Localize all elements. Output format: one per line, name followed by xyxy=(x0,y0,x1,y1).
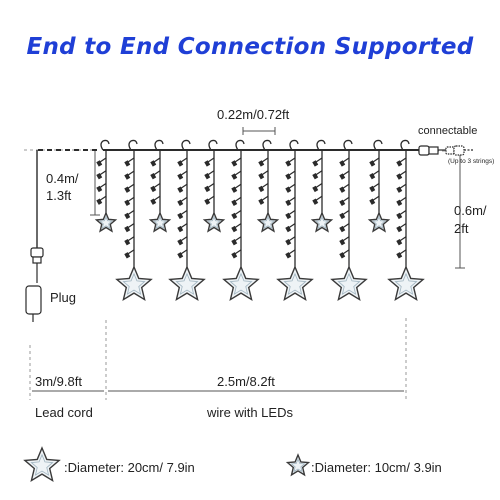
lead-length-label: 3m/9.8ft xyxy=(35,374,82,389)
small-star-icon xyxy=(256,211,280,233)
light-strands xyxy=(94,139,425,302)
hook-icon xyxy=(181,139,191,151)
long-drop-label-ft: 2ft xyxy=(454,221,469,236)
legend-colon-small: : xyxy=(311,460,315,475)
big-star-icon xyxy=(222,265,260,302)
hook-icon xyxy=(235,139,245,151)
hook-icon xyxy=(373,139,383,151)
short-drop-label-ft: 1.3ft xyxy=(46,188,72,203)
big-star-icon xyxy=(387,265,425,302)
end-connector-icon xyxy=(418,145,474,156)
legend-colon-big: : xyxy=(64,460,68,475)
small-star-icon xyxy=(310,211,334,233)
big-star-icon xyxy=(330,265,368,302)
legend-stars xyxy=(23,446,311,483)
dimension-arrows xyxy=(32,127,465,392)
strings-limit-label: (Up to 3 strings) xyxy=(448,158,495,165)
wire-length-label: 2.5m/8.2ft xyxy=(217,374,275,389)
plug-label: Plug xyxy=(50,290,77,305)
big-star-diameter-label: :Diameter: 20cm/ 7.9in xyxy=(64,460,195,475)
strand xyxy=(148,139,172,233)
strand xyxy=(310,139,334,233)
lead-cord-label: Lead cord xyxy=(35,405,93,420)
legend-big-star-icon xyxy=(23,446,61,483)
spacing-label: 0.22m/0.72ft xyxy=(217,107,290,122)
hook-icon xyxy=(208,139,218,151)
strand xyxy=(387,139,425,302)
strand xyxy=(330,139,368,302)
big-star-icon xyxy=(168,265,206,302)
small-star-diameter-label: :Diameter: 10cm/ 3.9in xyxy=(311,460,442,475)
main-wire xyxy=(36,149,420,248)
hook-icon xyxy=(289,139,299,151)
hook-icon xyxy=(154,139,164,151)
strand xyxy=(168,139,206,302)
strand xyxy=(202,139,226,233)
strand xyxy=(256,139,280,233)
hook-icon xyxy=(100,139,110,151)
strand xyxy=(367,139,391,233)
long-drop-label-m: 0.6m/ xyxy=(454,203,487,218)
strand xyxy=(115,139,153,302)
small-star-icon xyxy=(148,211,172,233)
small-star-icon xyxy=(367,211,391,233)
wire-with-leds-label: wire with LEDs xyxy=(207,405,293,420)
hook-icon xyxy=(400,139,410,151)
small-star-icon xyxy=(94,211,118,233)
legend-small-star-icon xyxy=(285,453,311,477)
big-star-icon xyxy=(115,265,153,302)
hook-icon xyxy=(343,139,353,151)
title-heading: End to End Connection Supported xyxy=(26,34,474,60)
hook-icon xyxy=(316,139,326,151)
hook-icon xyxy=(262,139,272,151)
strand xyxy=(94,139,118,233)
small-star-icon xyxy=(202,211,226,233)
strand xyxy=(222,139,260,302)
strand xyxy=(276,139,314,302)
short-drop-label-m: 0.4m/ xyxy=(46,171,79,186)
plug-icon xyxy=(25,247,44,322)
hook-icon xyxy=(128,139,138,151)
big-star-icon xyxy=(276,265,314,302)
connectable-label: connectable xyxy=(418,125,478,137)
